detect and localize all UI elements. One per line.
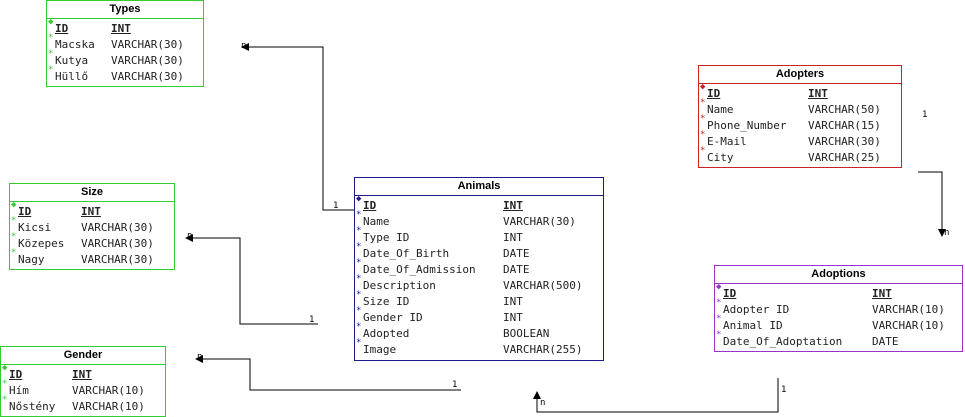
table-title: Size — [10, 184, 174, 202]
cardinality-many: n — [241, 41, 247, 51]
cardinality-many: n — [187, 231, 193, 241]
cardinality-many: n — [944, 228, 950, 238]
table-title: Adopters — [699, 66, 901, 84]
link-adoptions-animals — [533, 378, 779, 413]
link-animals-gender — [195, 355, 461, 391]
cardinality-many: n — [197, 352, 203, 362]
link-animals-size — [185, 234, 318, 325]
table-title: Animals — [355, 178, 603, 196]
cardinality-one: 1 — [781, 385, 787, 395]
cardinality-many: n — [540, 398, 546, 408]
cardinality-one: 1 — [309, 315, 315, 325]
cardinality-one: 1 — [333, 201, 339, 211]
link-animals-types — [241, 43, 354, 211]
cardinality-one: 1 — [922, 110, 928, 120]
table-title: Gender — [1, 347, 165, 365]
link-adopters-adoptions — [918, 171, 946, 237]
table-title: Adoptions — [715, 266, 962, 284]
cardinality-one: 1 — [452, 380, 458, 390]
table-title: Types — [47, 1, 203, 19]
